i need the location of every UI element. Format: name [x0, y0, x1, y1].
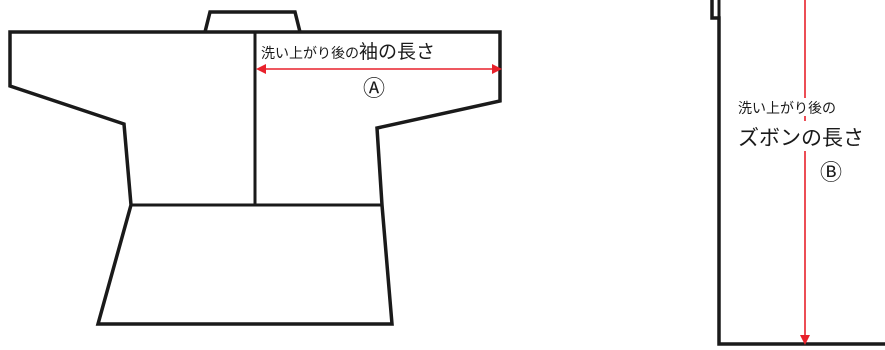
pants-length-measure [800, 0, 810, 345]
sleeve-label: 洗い上がり後の袖の長さ [261, 41, 435, 63]
jacket-collar [203, 10, 302, 33]
pants-label-bg-1 [734, 98, 870, 116]
sleeve-label-emphasis: 袖の長さ [359, 41, 435, 63]
pants-outline [710, 0, 885, 346]
sleeve-length-measure [256, 64, 502, 74]
sleeve-marker-a: Ⓐ [363, 77, 385, 102]
pants-label-bg-2 [734, 121, 884, 151]
pants-label-line2: ズボンの長さ [738, 126, 864, 150]
sleeve-arrow-left [256, 64, 266, 74]
pants-label-line1: 洗い上がり後の [738, 101, 836, 117]
pants-arrow-bottom [800, 335, 810, 345]
pants-marker-bg [818, 160, 844, 186]
sleeve-label-prefix: 洗い上がり後の [261, 46, 359, 62]
pants-marker-b: Ⓑ [820, 161, 842, 186]
sleeve-arrow-right [492, 64, 502, 74]
